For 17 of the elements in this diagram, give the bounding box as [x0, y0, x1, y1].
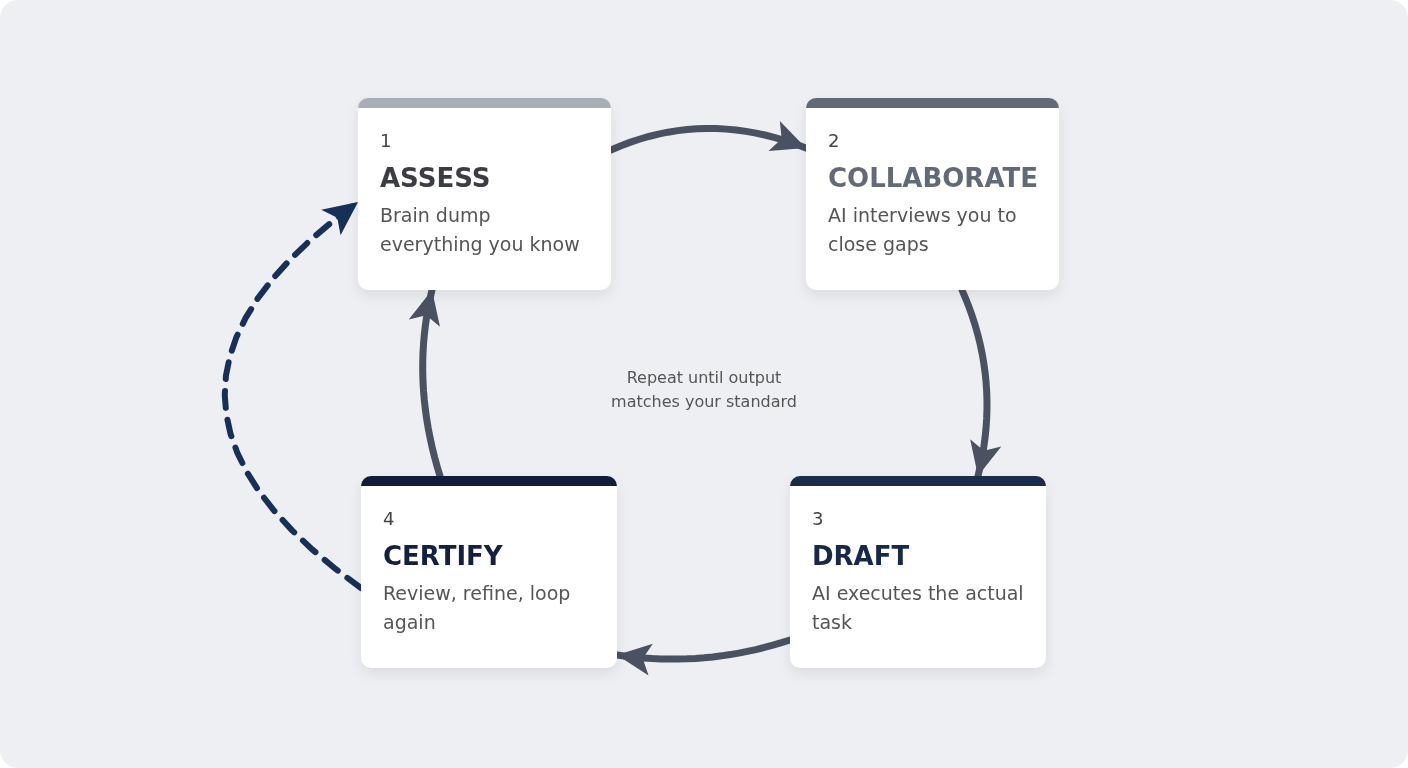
step-number: 1 — [380, 130, 392, 151]
step-description: AI interviews you to close gaps — [828, 203, 1018, 257]
step-card — [806, 98, 1059, 290]
step-title: DRAFT — [812, 541, 910, 571]
step-card — [790, 476, 1046, 668]
step-description: Review, refine, loop again — [383, 581, 572, 635]
step-description: AI executes the actual task — [812, 581, 1025, 635]
step-description: Brain dump everything you know — [380, 203, 581, 257]
step-title: COLLABORATE — [828, 163, 1038, 193]
step-title: ASSESS — [380, 163, 491, 193]
cycle-note: Repeat until output matches your standard — [610, 367, 798, 413]
step-card — [358, 98, 611, 290]
step-number: 4 — [383, 508, 395, 529]
step-number: 3 — [812, 508, 824, 529]
step-card — [361, 476, 617, 668]
step-number: 2 — [828, 130, 840, 151]
step-title: CERTIFY — [383, 541, 503, 571]
